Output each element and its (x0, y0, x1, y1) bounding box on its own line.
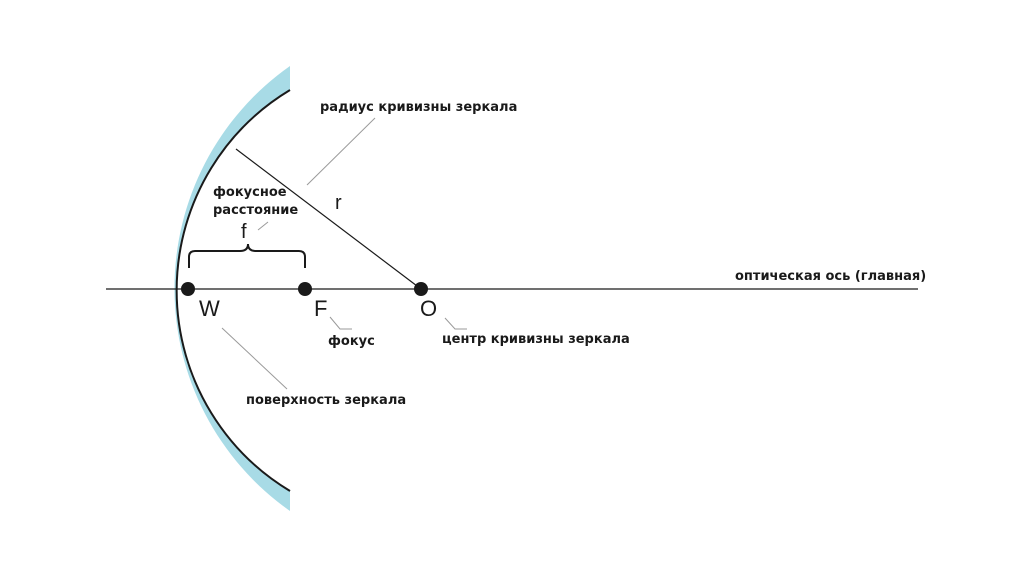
vertex-symbol: W (199, 296, 220, 321)
focal-brace (188, 243, 306, 268)
radius-caption: радиус кривизны зеркала (320, 100, 517, 115)
focus-point (298, 282, 312, 296)
focus-leader (329, 316, 352, 330)
axis-caption: оптическая ось (главная) (735, 269, 926, 284)
vertex-point (181, 282, 195, 296)
radius-line (235, 148, 422, 290)
surface-leader (221, 327, 288, 390)
focus-caption: фокус (328, 334, 375, 349)
focal-caption-line1: фокусное (213, 185, 287, 200)
focal-caption-line2: расстояние (213, 203, 298, 218)
radius-leader (306, 117, 376, 186)
radius-symbol: r (335, 192, 342, 214)
center-symbol: O (420, 296, 437, 321)
focal-symbol: f (241, 221, 247, 243)
surface-caption: поверхность зеркала (246, 393, 406, 408)
center-caption: центр кривизны зеркала (442, 332, 630, 347)
mirror-surface-arc (175, 89, 291, 492)
center-leader (444, 317, 467, 330)
focal-leader (257, 221, 269, 231)
focus-symbol: F (314, 296, 327, 321)
center-point (414, 282, 428, 296)
